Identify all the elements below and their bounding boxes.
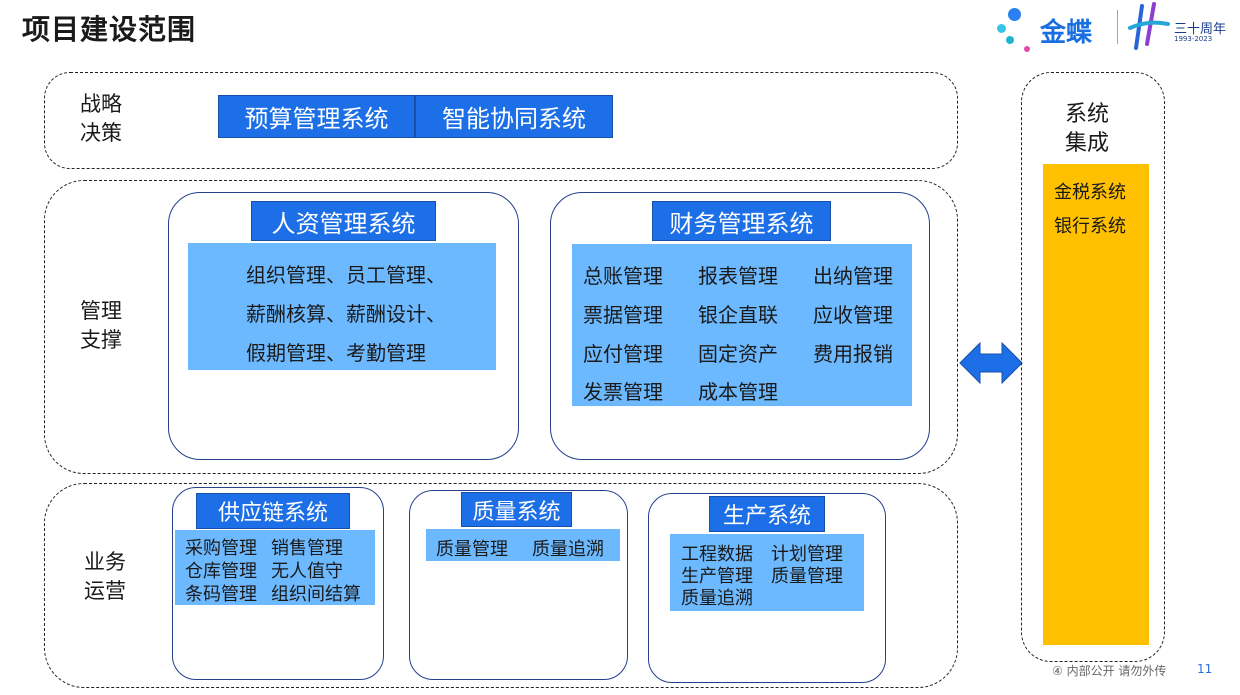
management-layer-frame: [44, 180, 958, 474]
budget-system-box[interactable]: 预算管理系统: [218, 95, 415, 138]
logo-brand-text: 金蝶: [1040, 18, 1093, 48]
integration-frame: [1021, 72, 1165, 662]
quality-system-title[interactable]: 质量系统: [461, 492, 572, 527]
finance-module: 出纳管理: [813, 264, 893, 288]
hr-module-line: 薪酬核算、薪酬设计、: [246, 302, 446, 326]
finance-module: 费用报销: [813, 342, 893, 366]
quality-module: 质量追溯: [532, 539, 604, 560]
hr-module-line: 假期管理、考勤管理: [246, 341, 426, 365]
bidirectional-arrow-icon: [959, 341, 1023, 385]
integration-item[interactable]: 银行系统: [1054, 216, 1126, 237]
production-module: 质量管理: [771, 566, 843, 587]
supply-chain-module: 销售管理: [271, 538, 343, 559]
logo-dot-icon: [1008, 8, 1021, 21]
integration-item[interactable]: 金税系统: [1054, 182, 1126, 203]
page-title: 项目建设范围: [22, 13, 197, 46]
anniversary-years: 1993-2023: [1174, 35, 1213, 43]
supply-chain-module: 组织间结算: [271, 584, 361, 605]
production-module: 生产管理: [681, 566, 753, 587]
supply-chain-module: 无人值守: [271, 561, 343, 582]
integration-systems-column: 金税系统 银行系统: [1043, 164, 1149, 645]
supply-chain-module: 采购管理: [185, 538, 257, 559]
integration-label: 系统 集成: [1065, 102, 1110, 156]
confidentiality-note: ④ 内部公开 请勿外传: [1052, 664, 1167, 678]
finance-module: 票据管理: [583, 303, 663, 327]
company-logo: 金蝶 三十周年 1993-2023: [992, 0, 1232, 56]
quality-modules-box: 质量管理 质量追溯: [426, 529, 620, 561]
quality-module: 质量管理: [436, 539, 508, 560]
operations-layer-frame: [44, 483, 958, 688]
finance-modules-box: 总账管理 报表管理 出纳管理 票据管理 银企直联 应收管理 应付管理 固定资产 …: [572, 244, 912, 406]
hr-modules-box: 组织管理、员工管理、 薪酬核算、薪酬设计、 假期管理、考勤管理: [188, 243, 496, 370]
hr-module-line: 组织管理、员工管理、: [246, 263, 446, 287]
finance-module: 报表管理: [698, 264, 778, 288]
finance-module: 固定资产: [698, 342, 778, 366]
strategy-layer-label: 战略 决策: [80, 92, 122, 145]
production-module: 计划管理: [771, 544, 843, 565]
production-system-title[interactable]: 生产系统: [709, 496, 825, 532]
finance-module: 应收管理: [813, 303, 893, 327]
production-module: 工程数据: [681, 544, 753, 565]
hr-system-title[interactable]: 人资管理系统: [251, 201, 436, 241]
finance-module: 发票管理: [583, 380, 663, 404]
supply-chain-module: 条码管理: [185, 584, 257, 605]
finance-module: 总账管理: [583, 264, 663, 288]
anniversary-text: 三十周年: [1174, 22, 1227, 37]
production-module: 质量追溯: [681, 588, 753, 609]
logo-dot-icon: [1024, 46, 1030, 52]
finance-system-title[interactable]: 财务管理系统: [652, 201, 831, 241]
supply-chain-title[interactable]: 供应链系统: [196, 493, 350, 529]
collaboration-system-box[interactable]: 智能协同系统: [415, 95, 613, 138]
management-layer-label: 管理 支撑: [80, 299, 122, 352]
finance-module: 成本管理: [698, 380, 778, 404]
page-number: 11: [1197, 662, 1213, 676]
logo-dot-icon: [1006, 36, 1014, 44]
logo-divider: [1117, 10, 1118, 44]
production-modules-box: 工程数据 计划管理 生产管理 质量管理 质量追溯: [670, 534, 864, 611]
anniversary-mark-icon: [1128, 2, 1170, 50]
strategy-layer-frame: [44, 72, 958, 169]
operations-layer-label: 业务 运营: [84, 550, 126, 603]
supply-chain-modules-box: 采购管理 销售管理 仓库管理 无人值守 条码管理 组织间结算: [175, 530, 375, 605]
supply-chain-module: 仓库管理: [185, 561, 257, 582]
finance-module: 银企直联: [698, 303, 778, 327]
logo-dot-icon: [997, 24, 1006, 33]
finance-module: 应付管理: [583, 342, 663, 366]
